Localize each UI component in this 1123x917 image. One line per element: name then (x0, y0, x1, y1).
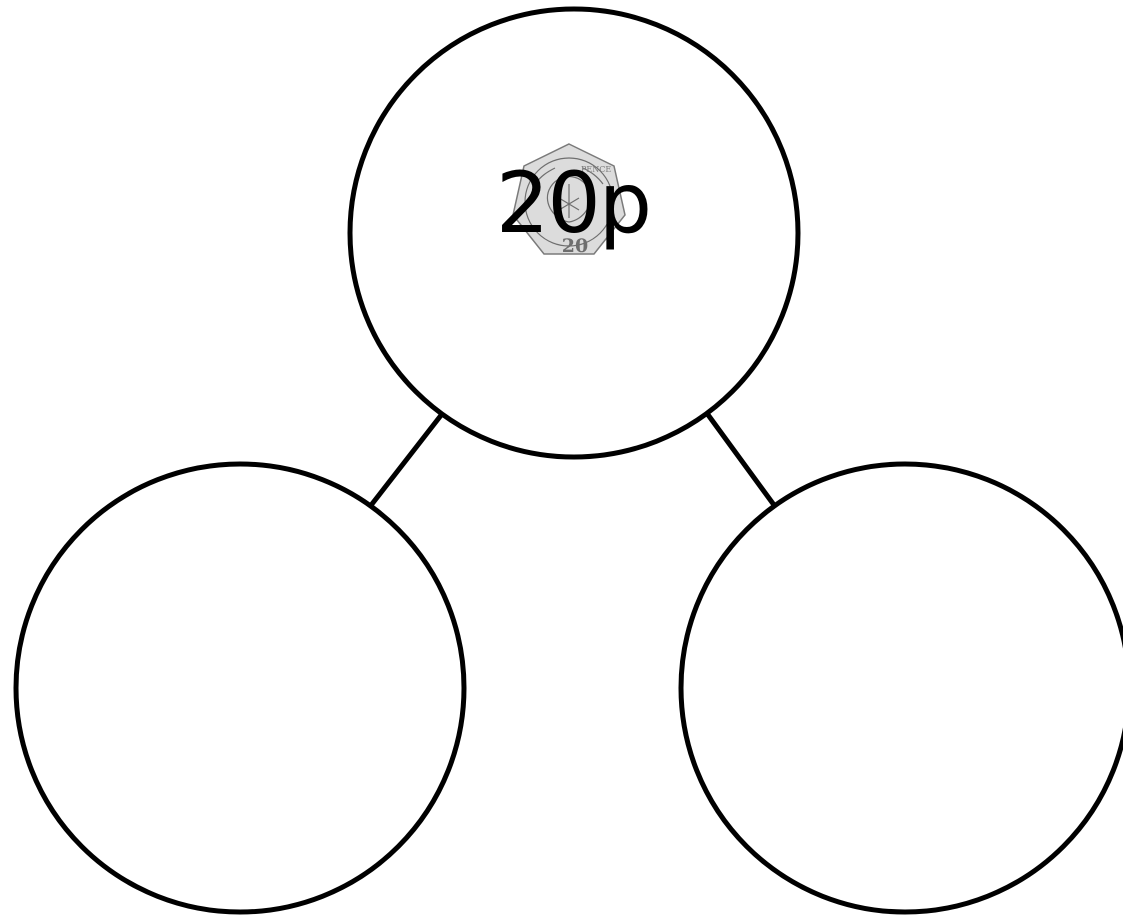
part-circle-left (16, 464, 464, 912)
connector-left (372, 414, 442, 504)
whole-label: 20p (496, 154, 650, 252)
whole-node: PENCE 20 20p (350, 9, 798, 457)
connector-right (706, 412, 774, 505)
part-node-left (16, 464, 464, 912)
part-node-right (681, 464, 1123, 912)
part-circle-right (681, 464, 1123, 912)
